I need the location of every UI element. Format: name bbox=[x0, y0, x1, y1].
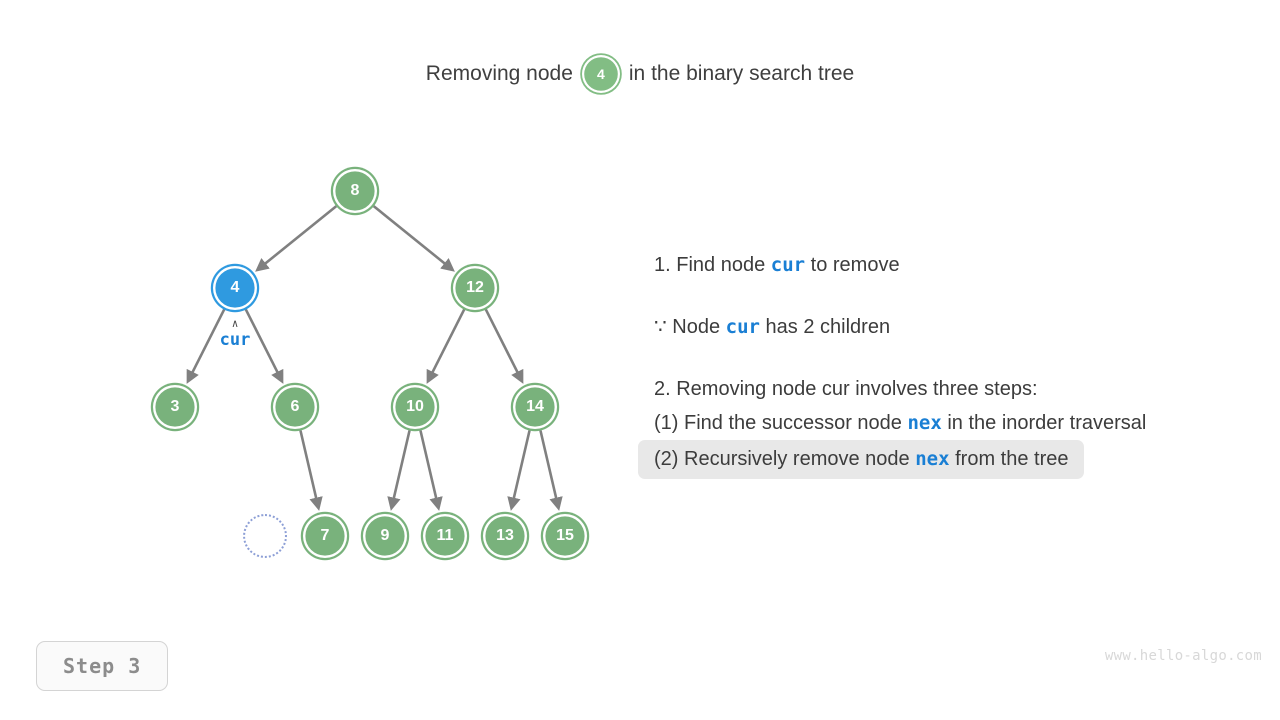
tree-edge-4-to-6 bbox=[244, 308, 284, 384]
tree-edge-8-to-4 bbox=[255, 205, 338, 272]
explain-line-4: (1) Find the successor node nex in the i… bbox=[654, 406, 1254, 440]
tree-edge-14-to-15 bbox=[539, 430, 563, 511]
tree-node-4: 4 bbox=[213, 266, 257, 310]
line4-keyword-nex: nex bbox=[907, 412, 942, 434]
explain-spacer-1 bbox=[654, 282, 1254, 310]
tree-node-7: 7 bbox=[303, 514, 347, 558]
explanation-panel: 1. Find node cur to remove ∵ Node cur ha… bbox=[638, 248, 1254, 479]
tree-node-15: 15 bbox=[543, 514, 587, 558]
explain-line-5: (2) Recursively remove node nex from the… bbox=[638, 440, 1254, 479]
line1-keyword-cur: cur bbox=[770, 254, 806, 276]
line1-after: to remove bbox=[805, 254, 900, 276]
tree-edge-6-to-7 bbox=[299, 430, 323, 511]
line2-after: has 2 children bbox=[759, 316, 891, 338]
tree-edge-8-to-12 bbox=[372, 205, 455, 272]
tree-node-empty-placeholder bbox=[243, 514, 287, 558]
tree-node-9: 9 bbox=[363, 514, 407, 558]
tree-node-14: 14 bbox=[513, 385, 557, 429]
line2-before: ∵ Node bbox=[654, 316, 726, 338]
cur-pointer-label: cur bbox=[219, 330, 251, 350]
tree-node-12: 12 bbox=[453, 266, 497, 310]
cur-pointer: ∧ cur bbox=[220, 318, 251, 350]
line2-keyword-cur: cur bbox=[725, 316, 760, 338]
tree-node-8: 8 bbox=[333, 169, 377, 213]
cur-caret-icon: ∧ bbox=[231, 317, 239, 330]
tree-edge-10-to-11 bbox=[419, 430, 443, 511]
tree-edge-14-to-13 bbox=[507, 430, 531, 511]
explain-spacer-2 bbox=[654, 344, 1254, 372]
tree-edge-12-to-10 bbox=[426, 308, 466, 384]
tree-edge-10-to-9 bbox=[387, 430, 411, 511]
line1-before: 1. Find node bbox=[654, 254, 771, 276]
title-suffix: in the binary search tree bbox=[628, 62, 855, 85]
line4-after: in the inorder traversal bbox=[941, 412, 1147, 434]
line5-after: from the tree bbox=[949, 448, 1069, 470]
explain-line-3: 2. Removing node cur involves three step… bbox=[654, 378, 1038, 400]
tree-edge-12-to-14 bbox=[484, 308, 524, 384]
line5-before: (2) Recursively remove node bbox=[654, 448, 916, 470]
title-prefix: Removing node bbox=[425, 62, 573, 85]
explain-line-2: ∵ Node cur has 2 children bbox=[654, 310, 1254, 344]
tree-node-6: 6 bbox=[273, 385, 317, 429]
tree-node-11: 11 bbox=[423, 514, 467, 558]
line4-before: (1) Find the successor node bbox=[654, 412, 908, 434]
tree-edges-layer bbox=[186, 205, 563, 511]
step-badge: Step 3 bbox=[36, 641, 169, 691]
tree-node-10: 10 bbox=[393, 385, 437, 429]
explain-line-5-highlight: (2) Recursively remove node nex from the… bbox=[638, 440, 1085, 479]
watermark: www.hello-algo.com bbox=[1104, 648, 1262, 664]
title-node-badge: 4 bbox=[581, 55, 620, 93]
line5-keyword-nex: nex bbox=[915, 448, 950, 470]
tree-node-3: 3 bbox=[153, 385, 197, 429]
page-title: Removing node 4 in the binary search tre… bbox=[0, 54, 1280, 94]
tree-edge-4-to-3 bbox=[186, 308, 226, 384]
explain-line-1: 1. Find node cur to remove bbox=[654, 248, 1254, 282]
tree-node-13: 13 bbox=[483, 514, 527, 558]
